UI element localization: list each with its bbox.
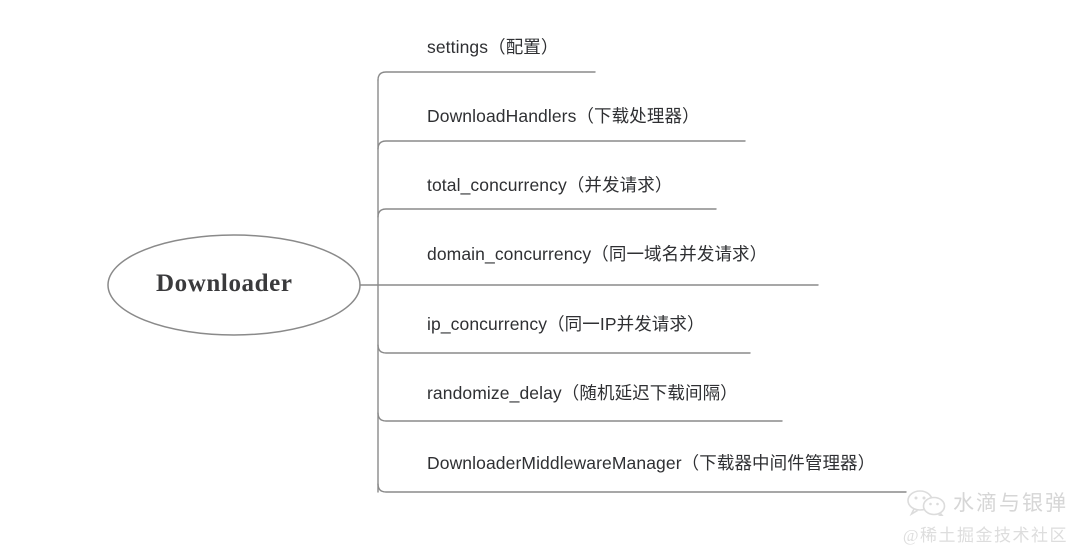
branch-label-ip-concurrency[interactable]: ip_concurrency（同一IP并发请求） bbox=[427, 314, 705, 334]
watermark-name: 水滴与银弹 bbox=[953, 491, 1068, 515]
branch-label-total-concurrency[interactable]: total_concurrency（并发请求） bbox=[427, 175, 673, 195]
branch-line-2 bbox=[377, 140, 746, 150]
watermark: 水滴与银弹 @稀土掘金技术社区 bbox=[903, 487, 1068, 546]
branch-line-7 bbox=[377, 483, 907, 493]
branch-line-1 bbox=[377, 71, 596, 81]
branch-label-downloadermiddlewaremanager[interactable]: DownloaderMiddlewareManager（下载器中间件管理器） bbox=[427, 453, 876, 473]
branch-line-3 bbox=[377, 208, 717, 218]
watermark-title-row: 水滴与银弹 bbox=[903, 487, 1068, 517]
root-node-label: Downloader bbox=[156, 270, 293, 297]
branch-line-6 bbox=[377, 412, 783, 422]
watermark-handle: @稀土掘金技术社区 bbox=[902, 526, 1068, 545]
wechat-icon bbox=[907, 490, 946, 516]
branch-label-domain-concurrency[interactable]: domain_concurrency（同一域名并发请求） bbox=[427, 244, 768, 264]
branch-line-5 bbox=[377, 344, 751, 354]
branch-label-downloadhandlers[interactable]: DownloadHandlers（下载处理器） bbox=[427, 106, 700, 126]
branch-label-settings[interactable]: settings（配置） bbox=[427, 37, 559, 57]
branch-label-randomize-delay[interactable]: randomize_delay（随机延迟下载间隔） bbox=[427, 383, 738, 403]
